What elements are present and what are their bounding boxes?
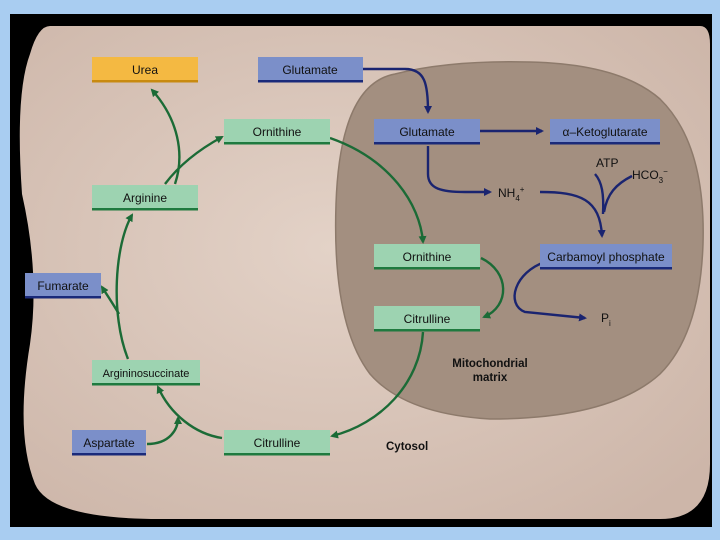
svg-text:Glutamate: Glutamate [399,125,455,139]
pi-label: Pi [601,311,611,328]
svg-text:Arginine: Arginine [123,191,167,205]
svg-text:Citrulline: Citrulline [254,436,301,450]
svg-text:Urea: Urea [132,63,158,77]
arrow-ornithine-to-citrulline [480,256,505,319]
svg-text:Fumarate: Fumarate [37,279,89,293]
box-ornithine-cytosol: Ornithine [224,119,330,145]
arrow-ornithine-transport [329,136,427,244]
svg-text:α–Ketoglutarate: α–Ketoglutarate [563,125,648,139]
arrow-citrulline-to-argininosuccinate [156,385,223,440]
box-glutamate-matrix: Glutamate [374,119,480,145]
box-aspartate: Aspartate [72,430,146,456]
urea-cycle-diagram: Cytosol Mitochondrial matrix [19,26,711,519]
arrow-atp-input [594,173,605,215]
svg-text:Carbamoyl phosphate: Carbamoyl phosphate [547,250,665,264]
box-citrulline-matrix: Citrulline [374,306,480,332]
diagram-frame: Cytosol Mitochondrial matrix [10,14,712,527]
box-alpha-ketoglutarate: α–Ketoglutarate [550,119,660,145]
svg-text:Ornithine: Ornithine [403,250,452,264]
arrow-nh4-to-carbamoyl [539,190,606,238]
nh4-label: NH4+ [498,185,525,203]
arrow-citrulline-transport [330,331,425,439]
svg-text:Glutamate: Glutamate [282,63,338,77]
arrow-carbamoyl-to-pi [513,260,587,322]
arrow-glutamate-to-nh4 [426,146,492,196]
box-fumarate: Fumarate [25,273,101,299]
hco3-label: HCO3− [632,167,668,185]
box-carbamoyl-phosphate: Carbamoyl phosphate [540,244,672,270]
svg-text:Aspartate: Aspartate [83,436,135,450]
matrix-label-line2: matrix [473,372,508,384]
box-citrulline-cytosol: Citrulline [224,430,330,456]
cytosol-label: Cytosol [386,441,428,453]
box-ornithine-matrix: Ornithine [374,244,480,270]
arrow-hco3-input [602,174,633,213]
arrow-glutamate-transport [363,67,432,114]
box-argininosuccinate: Argininosuccinate [92,360,200,386]
arrow-arginine-to-ornithine [164,135,224,185]
matrix-label-line1: Mitochondrial [452,358,527,370]
arrow-argininosuccinate-to-arginine [115,213,134,360]
svg-text:Citrulline: Citrulline [404,312,451,326]
urea-cycle-arrows [100,88,505,446]
svg-text:Argininosuccinate: Argininosuccinate [103,368,190,380]
svg-text:Ornithine: Ornithine [253,125,302,139]
box-glutamate-cytosol: Glutamate [258,57,363,83]
box-urea: Urea [92,57,198,83]
atp-label: ATP [596,156,618,170]
arrow-arginine-to-urea [150,88,181,185]
nitrogen-input-arrows [363,67,633,322]
box-arginine: Arginine [92,185,198,211]
arrow-to-fumarate [100,285,121,315]
arrow-aspartate-input [146,416,182,446]
